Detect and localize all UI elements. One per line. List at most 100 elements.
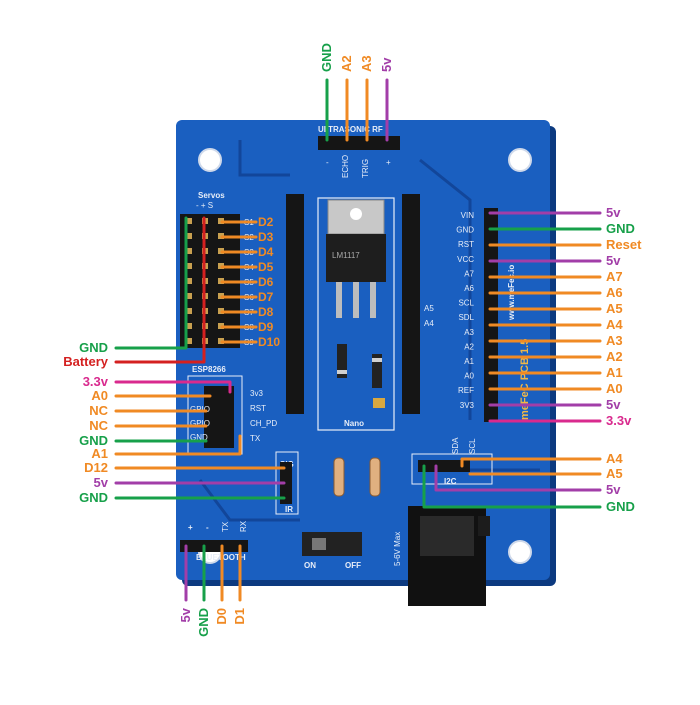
ultrasonic-pin-trig: TRIG (361, 159, 370, 178)
nano-pin-label: VCC (457, 255, 474, 264)
esp-tx-label: TX (250, 434, 261, 443)
right-label-5v: 5v (606, 205, 621, 220)
servo-pin (186, 323, 192, 329)
top-label-a2: A2 (339, 55, 354, 72)
left-label-nc: NC (89, 418, 108, 433)
servo-pin-label-d5: D5 (258, 260, 274, 274)
left-label-gnd: GND (79, 340, 108, 355)
servos-polarity: - + S (196, 201, 213, 210)
nano-label: Nano (344, 419, 364, 428)
left-label-3v3: 3.3v (83, 374, 109, 389)
regulator-body (326, 234, 386, 282)
right-label-reset: Reset (606, 237, 642, 252)
right-label-i2c-5v: 5v (606, 482, 621, 497)
nano-pin-label: 3V3 (460, 401, 475, 410)
servo-pin (186, 293, 192, 299)
right-label-a0: A0 (606, 381, 623, 396)
top-label-5v: 5v (379, 57, 394, 72)
diode (337, 344, 347, 378)
mounting-hole (508, 148, 532, 172)
bottom-label-5v: 5v (178, 607, 193, 622)
top-label-gnd: GND (319, 43, 334, 72)
nano-header-right (402, 194, 420, 414)
bt-minus-label: - (206, 523, 209, 532)
wire-left-gnd (114, 216, 188, 350)
power-in-label: 5-6V Max (393, 532, 402, 566)
ultrasonic-header-body (318, 136, 400, 150)
switch-off-label: OFF (345, 561, 361, 570)
power-section: ON OFF 5-6V Max (302, 506, 490, 606)
left-label-nc: NC (89, 403, 108, 418)
diode (372, 354, 382, 388)
regulator-leg (336, 282, 342, 318)
nano-socket: LM1117 Nano VINGNDRSTVCCA7A6SCLSDLA3A2A1… (286, 194, 475, 431)
ultrasonic-header: ULTRASONIC RF - ECHO TRIG + (318, 125, 400, 178)
right-label-i2c-a5: A5 (606, 466, 623, 481)
nano-outline (317, 197, 395, 431)
top-labels: GND A2 A3 5v (319, 43, 394, 72)
wire-left-a1 (114, 434, 242, 456)
mounting-hole (508, 540, 532, 564)
wire-i2c-gnd (422, 464, 602, 509)
i2c-header: I2C SDA SCL (411, 437, 493, 486)
wire-layer (114, 78, 602, 602)
servo-pin (186, 248, 192, 254)
servo-header: Servos - + S S1D2S2D3S3D4S4D5S5D6S6D7S7D… (180, 191, 280, 349)
servo-pin-label-d9: D9 (258, 320, 274, 334)
ultrasonic-label: ULTRASONIC RF (318, 125, 383, 134)
bt-rx-label: RX (239, 520, 248, 532)
right-label-a2: A2 (606, 349, 623, 364)
left-label-d12: D12 (84, 460, 108, 475)
right-label-a7: A7 (606, 269, 623, 284)
servo-pin (186, 233, 192, 239)
bottom-label-d0: D0 (214, 608, 229, 625)
esp-rst-label: RST (250, 404, 266, 413)
pcb-trace (198, 479, 300, 522)
wire-i2c-a4 (460, 457, 602, 468)
nano-pin-label: A0 (464, 372, 474, 381)
wire-i2c-5v (434, 464, 602, 492)
nano-pin-label: RST (458, 240, 474, 249)
nano-a5-label: A5 (424, 304, 434, 313)
slide-switch (302, 532, 362, 556)
esp-chpd-label: CH_PD (250, 419, 277, 428)
servo-pin (186, 338, 192, 344)
esp-gnd-label: GND (190, 433, 208, 442)
smd-component (373, 398, 385, 408)
wire-left-3v3 (114, 380, 232, 394)
i2c-sda-label: SDA (451, 437, 460, 454)
dc-jack-opening (420, 516, 474, 556)
dc-jack-pin (478, 516, 490, 536)
sig-ir-header: SIG IR (275, 451, 381, 515)
right-label-i2c-gnd: GND (606, 499, 635, 514)
nano-pin-label: SCL (458, 299, 474, 308)
resistor (369, 457, 381, 497)
i2c-outline (411, 453, 493, 485)
servo-pin-label-d2: D2 (258, 215, 274, 229)
nano-pin-label: A7 (464, 269, 474, 278)
left-label-gnd: GND (79, 433, 108, 448)
esp8266-label: ESP8266 (192, 365, 226, 374)
i2c-header-body (418, 460, 470, 472)
pcb-trace (238, 140, 290, 177)
left-label-battery: Battery (63, 354, 109, 369)
esp-3v3-label: 3v3 (250, 389, 263, 398)
bottom-label-d1: D1 (232, 608, 247, 625)
right-label-a3: A3 (606, 333, 623, 348)
bt-plus-label: + (188, 523, 193, 532)
left-labels: GND Battery 3.3v A0 NC NC GND A1 D12 5v … (63, 340, 109, 505)
nano-pin-label: A2 (464, 342, 474, 351)
pcb-trace (419, 158, 472, 420)
regulator-leg (353, 282, 359, 318)
regulator-marking: LM1117 (332, 251, 360, 260)
nano-pin-label: SDL (458, 313, 474, 322)
nano-pin-label: A3 (464, 328, 474, 337)
ir-label: IR (285, 505, 293, 514)
sig-ir-header-body (280, 462, 292, 504)
right-labels: 5v GND Reset 5v A7 A6 A5 A4 A3 A2 A1 A0 … (606, 205, 642, 514)
nano-a4-label: A4 (424, 319, 434, 328)
mounting-hole (198, 148, 222, 172)
slide-switch-knob (312, 538, 326, 550)
